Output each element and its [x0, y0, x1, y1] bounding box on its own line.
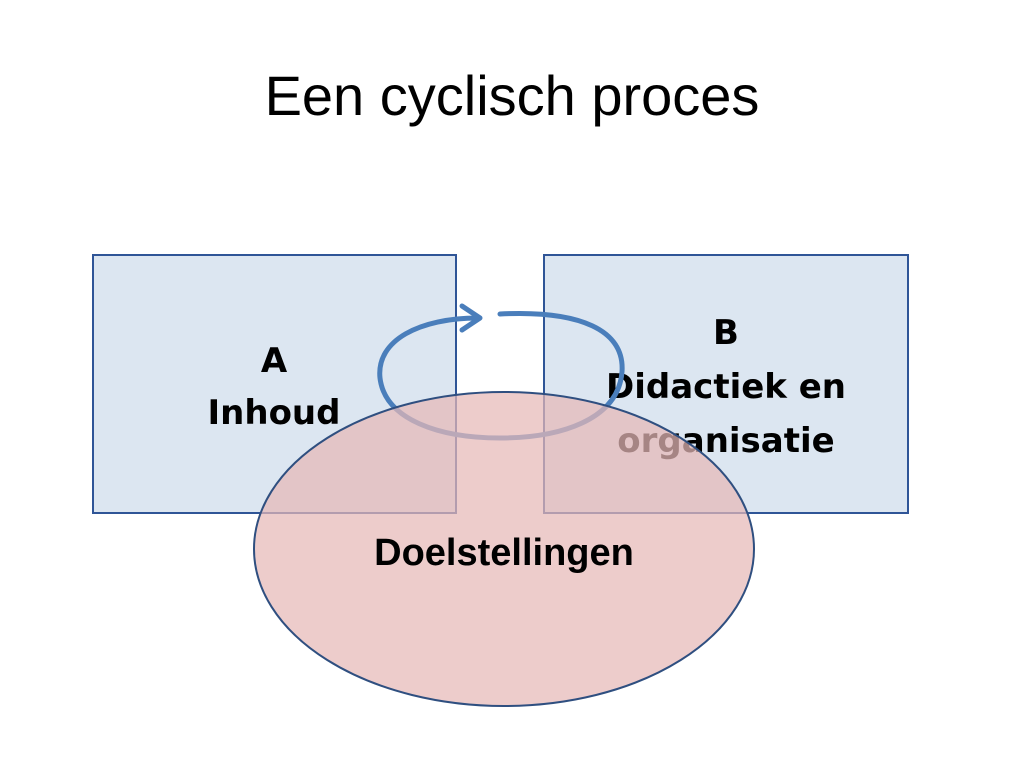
slide-title: Een cyclisch proces — [264, 64, 760, 127]
box-b-label-line1: Didactiek en — [606, 367, 846, 407]
ellipse-label: Doelstellingen — [374, 532, 634, 574]
box-a-letter: A — [261, 341, 288, 381]
box-b-letter: B — [713, 313, 739, 353]
arrow-head-icon — [459, 303, 483, 333]
box-a-label: Inhoud — [208, 393, 341, 433]
doelstellingen-ellipse — [253, 391, 755, 707]
